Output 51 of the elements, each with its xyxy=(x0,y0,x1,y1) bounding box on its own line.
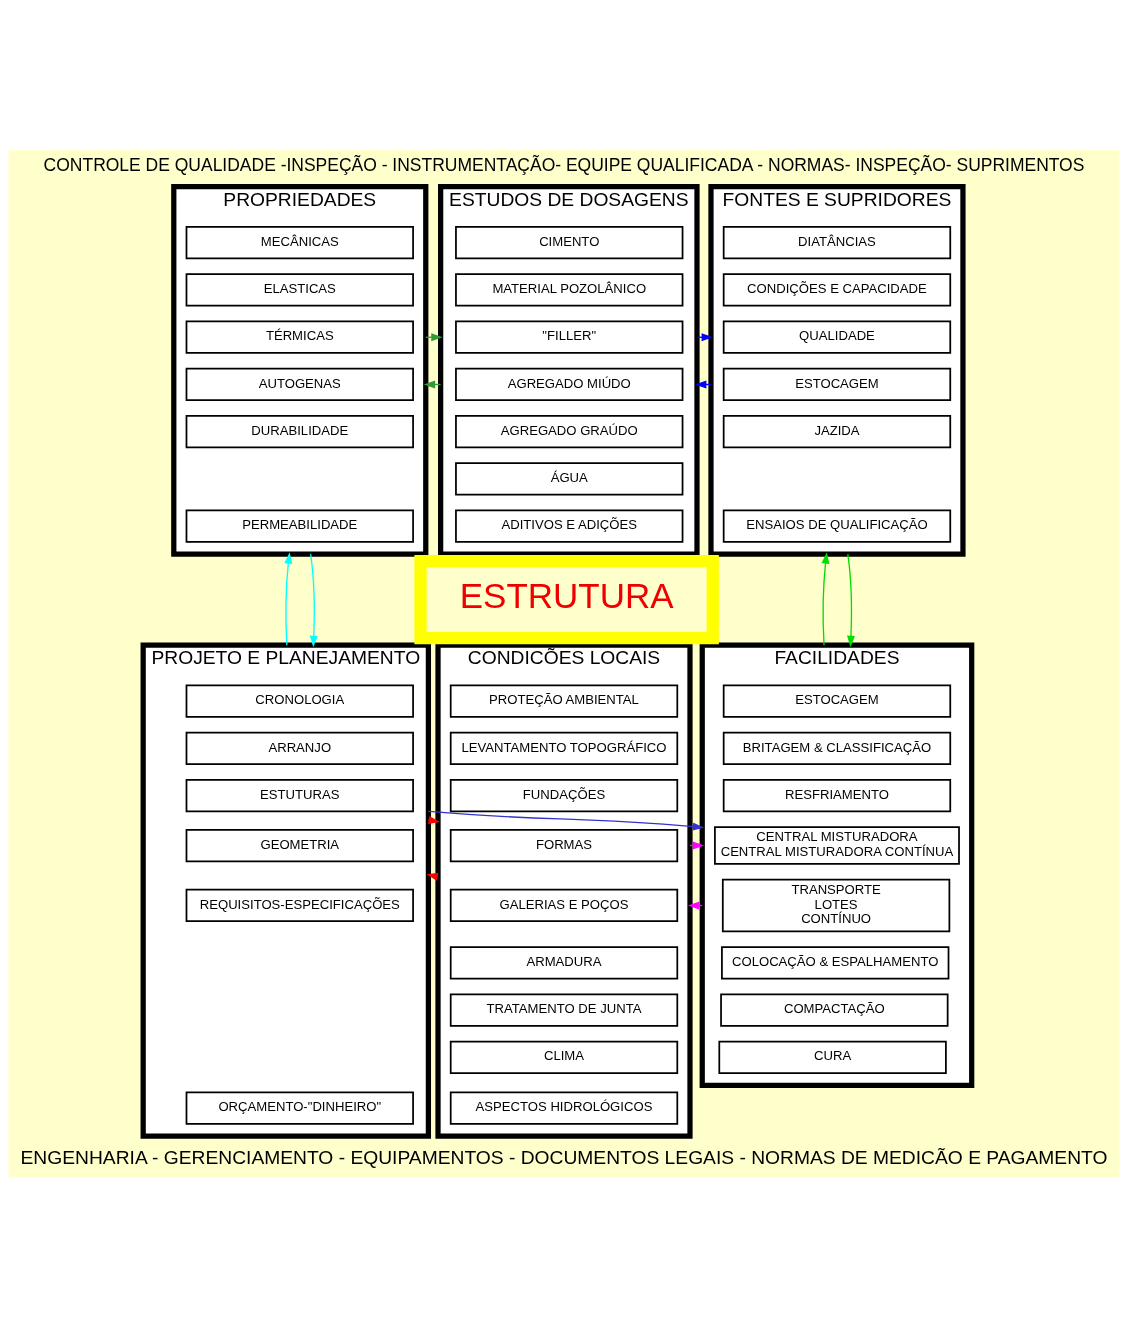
diagram-title: CONTROLE DE QUALIDADE -INSPEÇÃO - INSTRUMENTAÇÃO- EQUIPE QUALIFICADA - NORMAS- INSPEÇÃO- SUPRIMENTOS xyxy=(43,154,1085,175)
node-box: ADITIVOS E ADIÇÕES xyxy=(455,509,684,543)
node-box: CENTRAL MISTURADORA CENTRAL MISTURADORA CONTÍNUA xyxy=(714,825,960,865)
node-box: ASPECTOS HIDROLÓGICOS xyxy=(449,1090,679,1125)
node-box: AUTOGENAS xyxy=(185,367,414,401)
node-box: ÁGUA xyxy=(455,461,684,496)
node-box: COLOCAÇÃO & ESPALHAMENTO xyxy=(721,945,950,979)
node-box: ESTOCAGEM xyxy=(722,684,952,718)
node-box: AGREGADO GRAÚDO xyxy=(455,414,684,448)
node-box: ESTOCAGEM xyxy=(722,367,952,401)
node-box: LEVANTAMENTO TOPOGRÁFICO xyxy=(449,731,679,765)
node-box: ELASTICAS xyxy=(185,272,414,307)
node-box: TRATAMENTO DE JUNTA xyxy=(449,992,679,1027)
node-box: QUALIDADE xyxy=(722,320,952,354)
node-box: MATERIAL POZOLÂNICO xyxy=(455,272,684,307)
node-box: CIMENTO xyxy=(455,225,684,259)
node-box: GALERIAS E POÇOS xyxy=(449,888,679,922)
arrow xyxy=(847,553,855,647)
node-box: ORÇAMENTO-"DINHEIRO" xyxy=(185,1090,414,1125)
node-box: FUNDAÇÕES xyxy=(449,778,679,812)
node-box: REQUISITOS-ESPECIFICAÇÕES xyxy=(185,888,414,922)
node-box: ESTUTURAS xyxy=(185,778,414,812)
caption: ENGENHARIA - GERENCIAMENTO - EQUIPAMENTOS - DOCUMENTOS LEGAIS - NORMAS DE MEDICÃO E PAGAMENTO xyxy=(20,1146,1108,1168)
node-box: DURABILIDADE xyxy=(185,414,414,448)
arrow xyxy=(309,553,318,647)
node-box: COMPACTAÇÃO xyxy=(720,992,949,1027)
node-box: AGREGADO MIÚDO xyxy=(455,367,684,401)
node-box: CONDIÇÕES E CAPACIDADE xyxy=(722,272,952,307)
node-box: JAZIDA xyxy=(722,414,952,448)
node-box: ESTRUTURA xyxy=(414,554,719,644)
node-box: FORMAS xyxy=(449,828,679,862)
node-box: CLIMA xyxy=(449,1040,679,1074)
node-box: ARRANJO xyxy=(185,731,414,765)
node-box: MECÂNICAS xyxy=(185,225,414,259)
node-box: GEOMETRIA xyxy=(185,828,414,862)
node-box: BRITAGEM & CLASSIFICAÇÃO xyxy=(722,731,952,765)
node-box: "FILLER" xyxy=(455,320,684,354)
arrow xyxy=(284,551,293,646)
node-box: PROTEÇÃO AMBIENTAL xyxy=(449,684,679,718)
node-box: RESFRIAMENTO xyxy=(722,778,952,812)
node-box: PERMEABILIDADE xyxy=(185,509,414,543)
node-box: ARMADURA xyxy=(449,945,679,979)
node-box: CRONOLOGIA xyxy=(185,684,414,718)
node-box: ENSAIOS DE QUALIFICAÇÃO xyxy=(722,509,952,543)
node-box: CURA xyxy=(718,1040,947,1074)
arrow xyxy=(427,810,705,831)
arrow xyxy=(821,551,830,646)
arrow xyxy=(427,815,440,824)
node-box: TRANSPORTE LOTES CONTÍNUO xyxy=(721,878,951,932)
node-box: DIATÂNCIAS xyxy=(722,225,952,259)
node-box: TÉRMICAS xyxy=(185,320,414,354)
